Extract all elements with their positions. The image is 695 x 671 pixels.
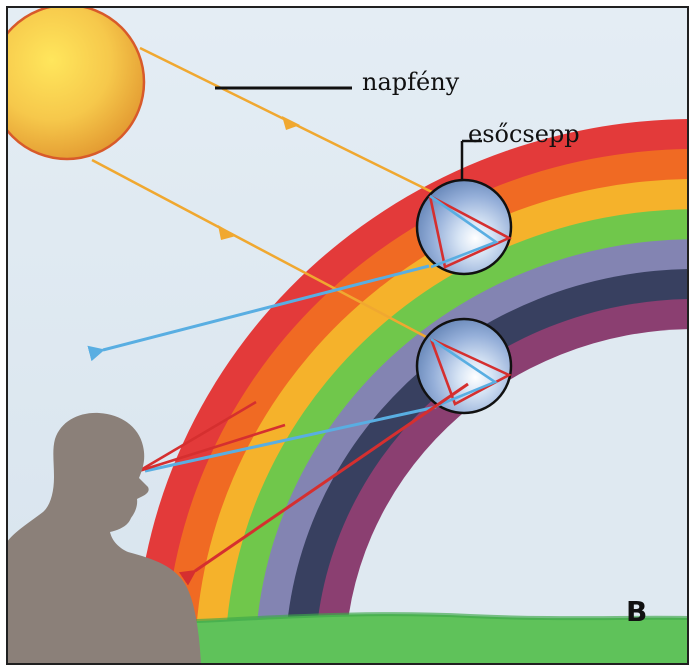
sunlight-label: napfény — [362, 70, 459, 94]
panel-label: B — [626, 598, 647, 626]
raindrop-upper — [417, 180, 511, 274]
raindrop-label: esőcsepp — [468, 122, 580, 146]
sun — [0, 5, 144, 159]
